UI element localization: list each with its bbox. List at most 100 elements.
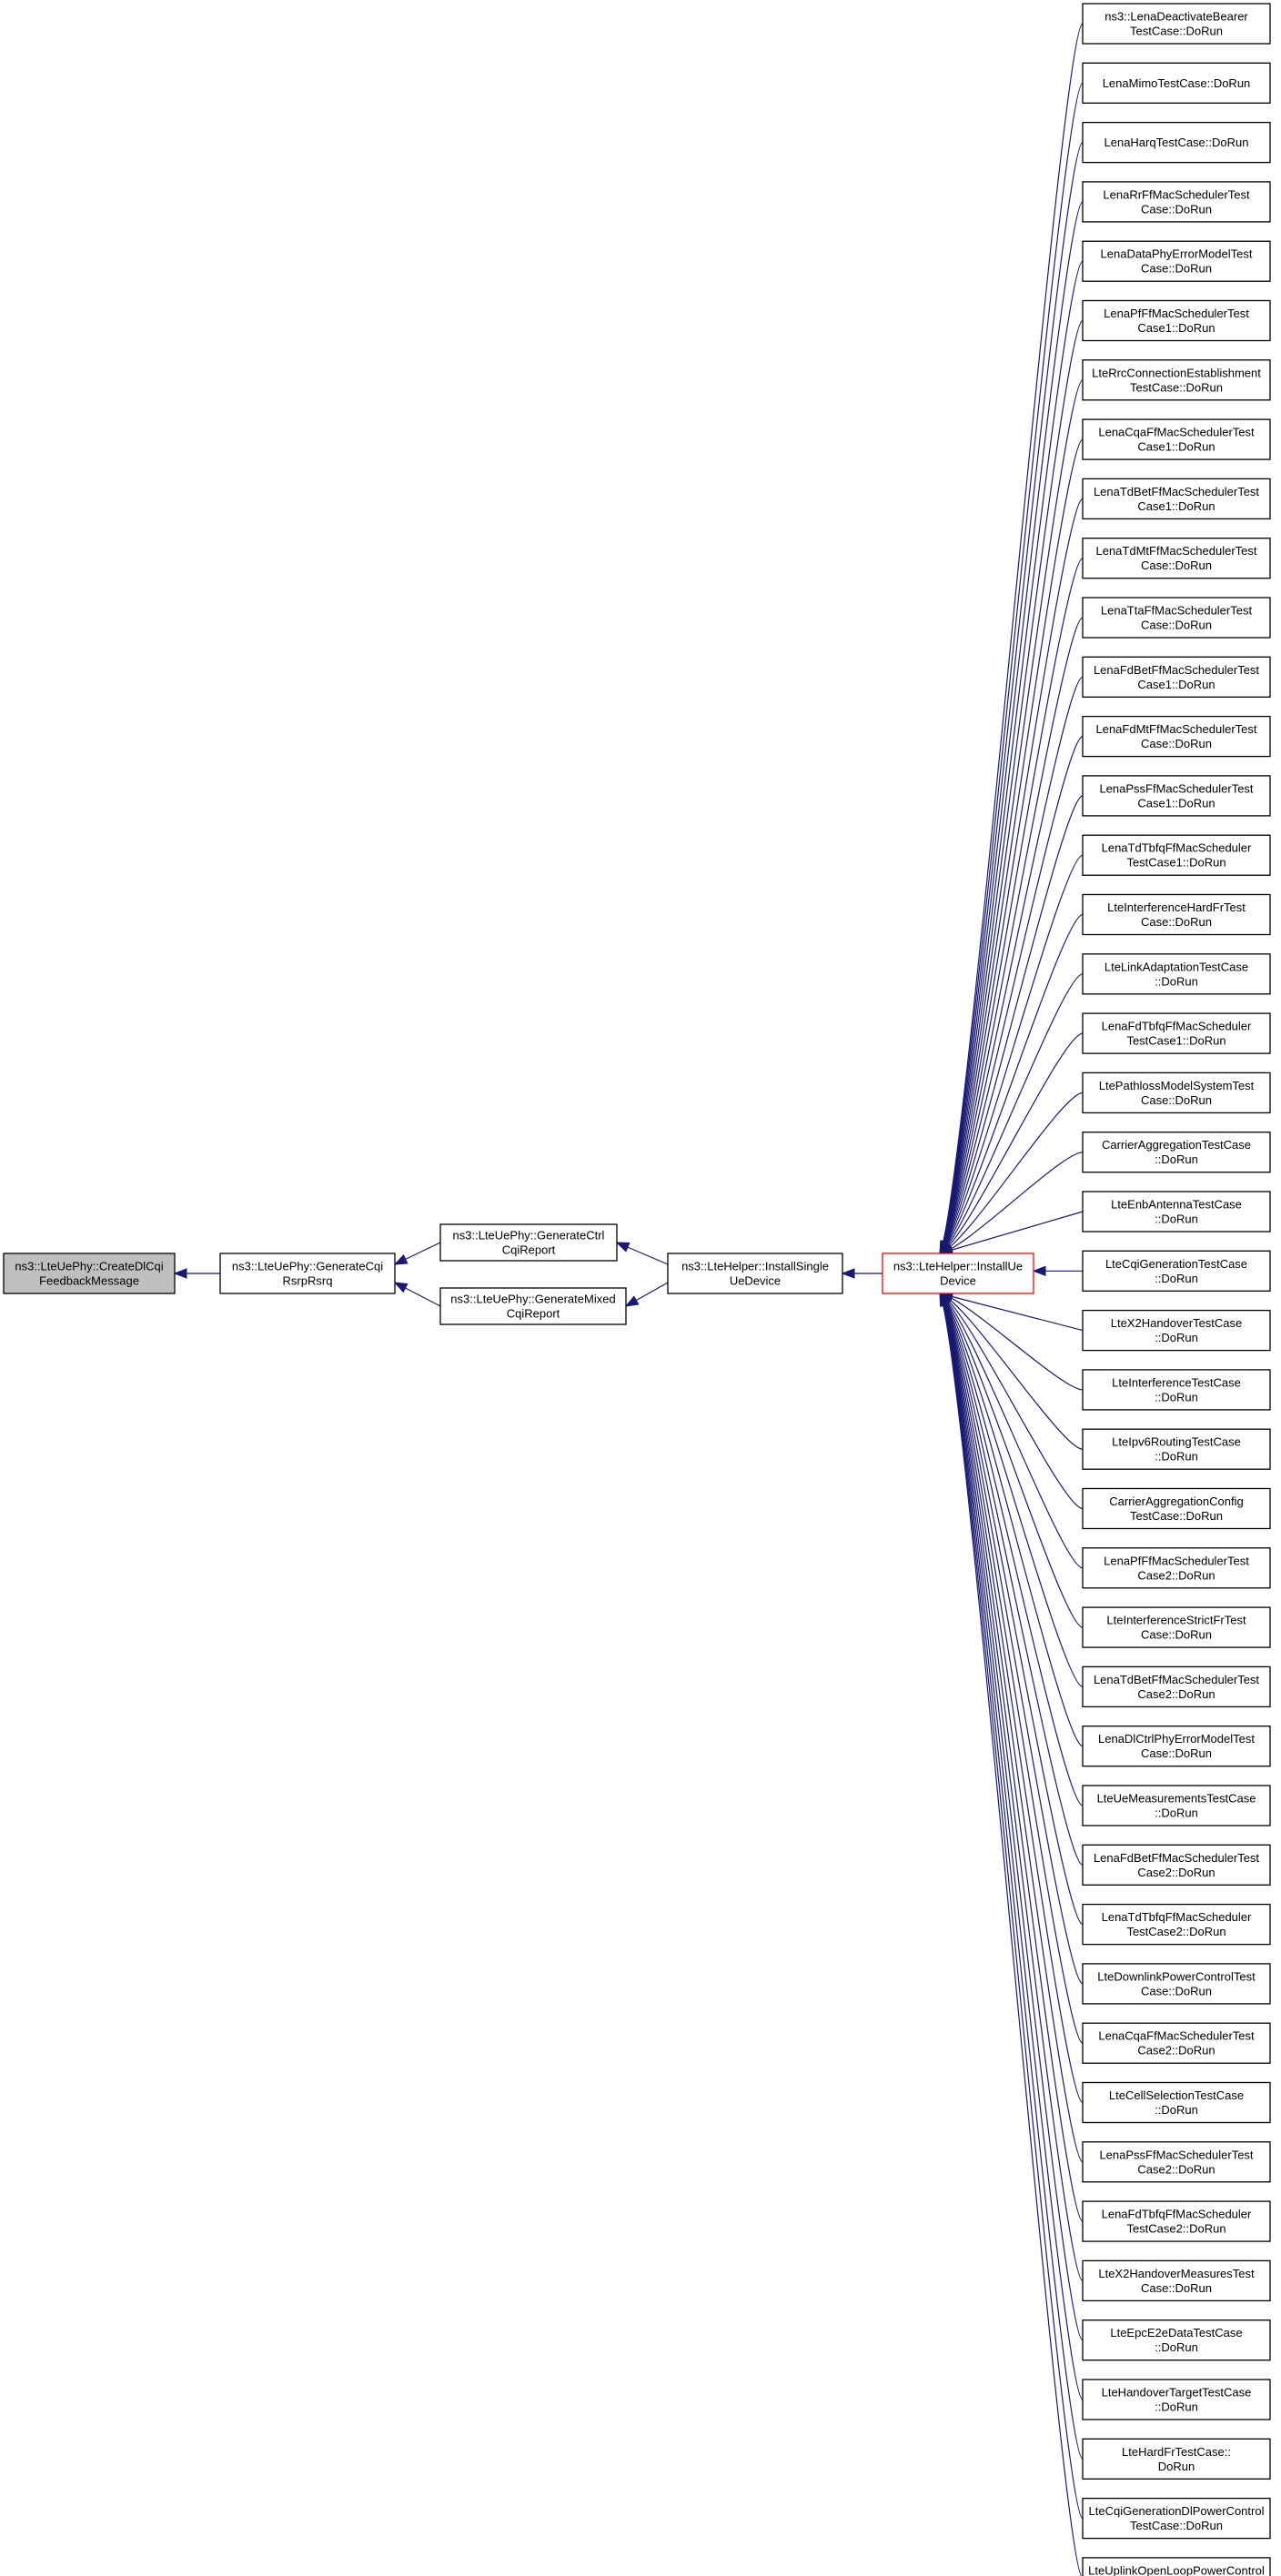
caller-node-label-line: Case1::DoRun: [1137, 321, 1215, 335]
caller-node-label-line: ::DoRun: [1155, 1272, 1198, 1285]
node-n0[interactable]: ns3::LteUePhy::CreateDlCqiFeedbackMessag…: [3, 1253, 176, 1294]
caller-node-label-line: LteCqiGenerationDlPowerControl: [1089, 2504, 1265, 2518]
caller-node-label-line: ::DoRun: [1155, 1390, 1198, 1404]
caller-node-label-line: ns3::LenaDeactivateBearer: [1104, 10, 1248, 24]
node-n0-label-line: FeedbackMessage: [39, 1274, 139, 1288]
caller-node-box: [1082, 775, 1271, 817]
node-n4-label-line: UeDevice: [730, 1274, 781, 1288]
edge-caller-19: [939, 1152, 1084, 1254]
caller-node[interactable]: LteCellSelectionTestCase::DoRun: [1082, 2081, 1271, 2124]
caller-node[interactable]: LteIpv6RoutingTestCase::DoRun: [1082, 1428, 1271, 1470]
node-n1-label-line: ns3::LteUePhy::GenerateCqi: [232, 1260, 383, 1273]
caller-node[interactable]: LteRrcConnectionEstablishmentTestCase::D…: [1082, 359, 1271, 401]
caller-node[interactable]: LteUplinkOpenLoopPowerControlTestCase::D…: [1082, 2557, 1271, 2576]
caller-node-label-line: LteUeMeasurementsTestCase: [1097, 1792, 1256, 1806]
caller-node-box: [1082, 2022, 1271, 2064]
caller-node-label-line: LenaPssFfMacSchedulerTest: [1099, 781, 1253, 795]
caller-node-label-line: Case2::DoRun: [1137, 1687, 1215, 1701]
caller-node-label-line: LteCqiGenerationTestCase: [1105, 1257, 1247, 1271]
caller-node-label-line: ::DoRun: [1155, 1152, 1198, 1166]
caller-node[interactable]: CarrierAggregationTestCase::DoRun: [1082, 1132, 1271, 1173]
node-n4-label-line: ns3::LteHelper::InstallSingle: [681, 1260, 829, 1273]
caller-node-label-line: Case1::DoRun: [1137, 499, 1215, 513]
edge-caller-5: [939, 319, 1084, 1254]
caller-node-label-line: LteIpv6RoutingTestCase: [1112, 1435, 1241, 1449]
caller-node-label-line: LenaFdTbfqFfMacScheduler: [1102, 2208, 1252, 2221]
caller-node-label-line: LenaFdTbfqFfMacScheduler: [1102, 1020, 1252, 1033]
caller-node-label-line: LenaRrFfMacSchedulerTest: [1103, 187, 1250, 201]
caller-node-box: [1082, 1547, 1271, 1589]
edge-caller-39: [939, 1293, 1084, 2341]
caller-node[interactable]: LteLinkAdaptationTestCase::DoRun: [1082, 953, 1271, 995]
caller-node-label-line: Case::DoRun: [1141, 1093, 1212, 1107]
caller-node-box: [1082, 2319, 1271, 2361]
caller-node[interactable]: LteEnbAntennaTestCase::DoRun: [1082, 1191, 1271, 1233]
caller-node[interactable]: LteEpcE2eDataTestCase::DoRun: [1082, 2319, 1271, 2361]
caller-node-box: [1082, 1428, 1271, 1470]
caller-node-label-line: LteHardFrTestCase::: [1122, 2445, 1231, 2459]
caller-node[interactable]: LteCqiGenerationTestCase::DoRun: [1082, 1250, 1271, 1292]
caller-node[interactable]: LteCqiGenerationDlPowerControlTestCase::…: [1082, 2497, 1271, 2540]
edge-caller-14: [939, 854, 1084, 1254]
caller-node-label-line: TestCase::DoRun: [1130, 2519, 1223, 2532]
edge-caller-18: [939, 1092, 1084, 1254]
node-n4-box: [667, 1253, 843, 1294]
caller-node[interactable]: LteHardFrTestCase::DoRun: [1082, 2438, 1271, 2480]
edge-caller-20: [939, 1211, 1084, 1254]
edge-caller-2: [939, 142, 1084, 1254]
caller-node-label-line: ::DoRun: [1155, 1806, 1198, 1820]
caller-node-label-line: LenaMimoTestCase::DoRun: [1103, 76, 1251, 90]
caller-node[interactable]: LteX2HandoverTestCase::DoRun: [1082, 1309, 1271, 1352]
caller-node-label-line: LteLinkAdaptationTestCase: [1104, 960, 1248, 973]
caller-node-box: [1082, 2497, 1271, 2540]
caller-node[interactable]: LteHandoverTargetTestCase::DoRun: [1082, 2379, 1271, 2420]
caller-node[interactable]: LteUeMeasurementsTestCase::DoRun: [1082, 1785, 1271, 1826]
caller-node-box: [1082, 1369, 1271, 1411]
caller-node-box: [1082, 478, 1271, 520]
caller-node-label-line: Case2::DoRun: [1137, 2162, 1215, 2176]
caller-node-label-line: Case::DoRun: [1141, 202, 1212, 216]
caller-node-label-line: LenaFdBetFfMacSchedulerTest: [1094, 663, 1259, 677]
caller-node-label-line: DoRun: [1158, 2460, 1195, 2473]
caller-node-label-line: Case::DoRun: [1141, 1984, 1212, 1997]
caller-node[interactable]: LenaMimoTestCase::DoRun: [1082, 62, 1271, 104]
caller-node-label-line: ::DoRun: [1155, 974, 1198, 988]
edge-n4-n3-arrowhead: [624, 1295, 640, 1307]
caller-node-box: [1082, 3, 1271, 45]
caller-node[interactable]: LteInterferenceTestCase::DoRun: [1082, 1369, 1271, 1411]
caller-node-label-line: Case::DoRun: [1141, 737, 1212, 750]
caller-node[interactable]: LenaHarqTestCase::DoRun: [1082, 121, 1271, 164]
